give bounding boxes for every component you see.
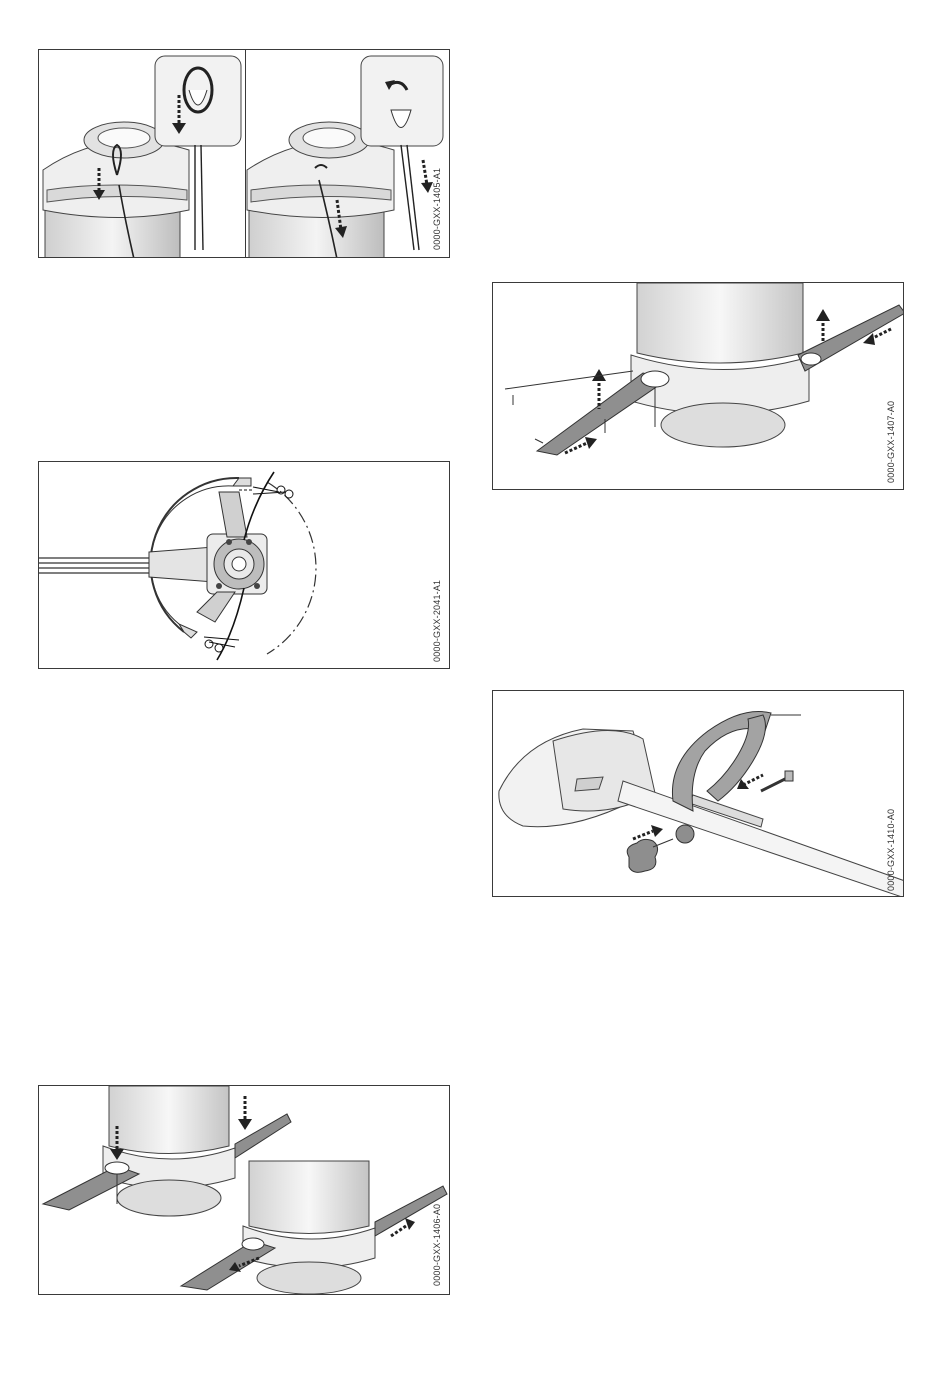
line-cutting-illustration [39,462,450,669]
shaft [39,558,149,573]
figure-blade-installation: 0000-GXX-1407-A0 [492,282,904,490]
figure-id: 0000-GXX-1407-A0 [886,401,896,483]
handle-mounting-illustration [493,691,904,897]
figure-blade-removal: 0000-GXX-1406-A0 [38,1085,450,1295]
blade-removal-illustration [39,1086,450,1295]
motor-housing [149,492,267,622]
figure-id: 0000-GXX-2041-A1 [432,580,442,662]
screw [737,771,793,791]
figure-line-loop: 0000-GXX-1405-A1 [38,49,450,258]
figure-line-cutting: 0000-GXX-2041-A1 [38,461,450,669]
figure-id: 0000-GXX-1405-A1 [432,168,442,250]
panel-divider [245,50,246,258]
figure-handle-mounting: 0000-GXX-1410-A0 [492,690,904,897]
scissors-icon [204,637,239,652]
figure-id: 0000-GXX-1406-A0 [432,1204,442,1286]
blade-installation-illustration [493,283,904,490]
figure-id: 0000-GXX-1410-A0 [886,809,896,891]
motor-head [631,283,809,447]
cutting-circle [267,482,316,654]
motor-unit [499,729,655,827]
shaft [618,781,904,897]
star-knob [627,825,673,872]
